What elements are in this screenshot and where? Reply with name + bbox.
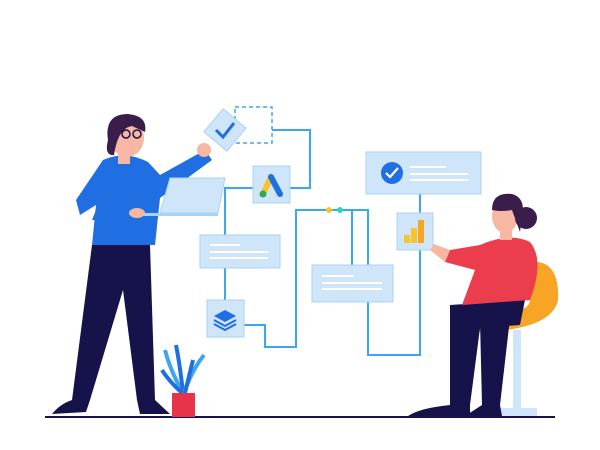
bar-chart-icon: [396, 212, 434, 251]
potted-plant: [160, 344, 206, 417]
status-dot-yellow: [326, 207, 332, 213]
woman-sitting: [408, 193, 538, 416]
google-ads-icon: [252, 165, 291, 204]
text-card-middle: [311, 264, 394, 303]
chair: [472, 261, 559, 416]
check-icon: [203, 108, 247, 152]
task-card-top: [365, 151, 482, 195]
workflow-lines: [224, 129, 421, 356]
check-circle-icon: [381, 162, 403, 184]
text-card-left: [199, 234, 281, 269]
layers-icon: [206, 299, 245, 338]
laptop: [159, 177, 226, 214]
status-dot-teal: [337, 207, 343, 213]
woman-standing: [52, 114, 226, 414]
